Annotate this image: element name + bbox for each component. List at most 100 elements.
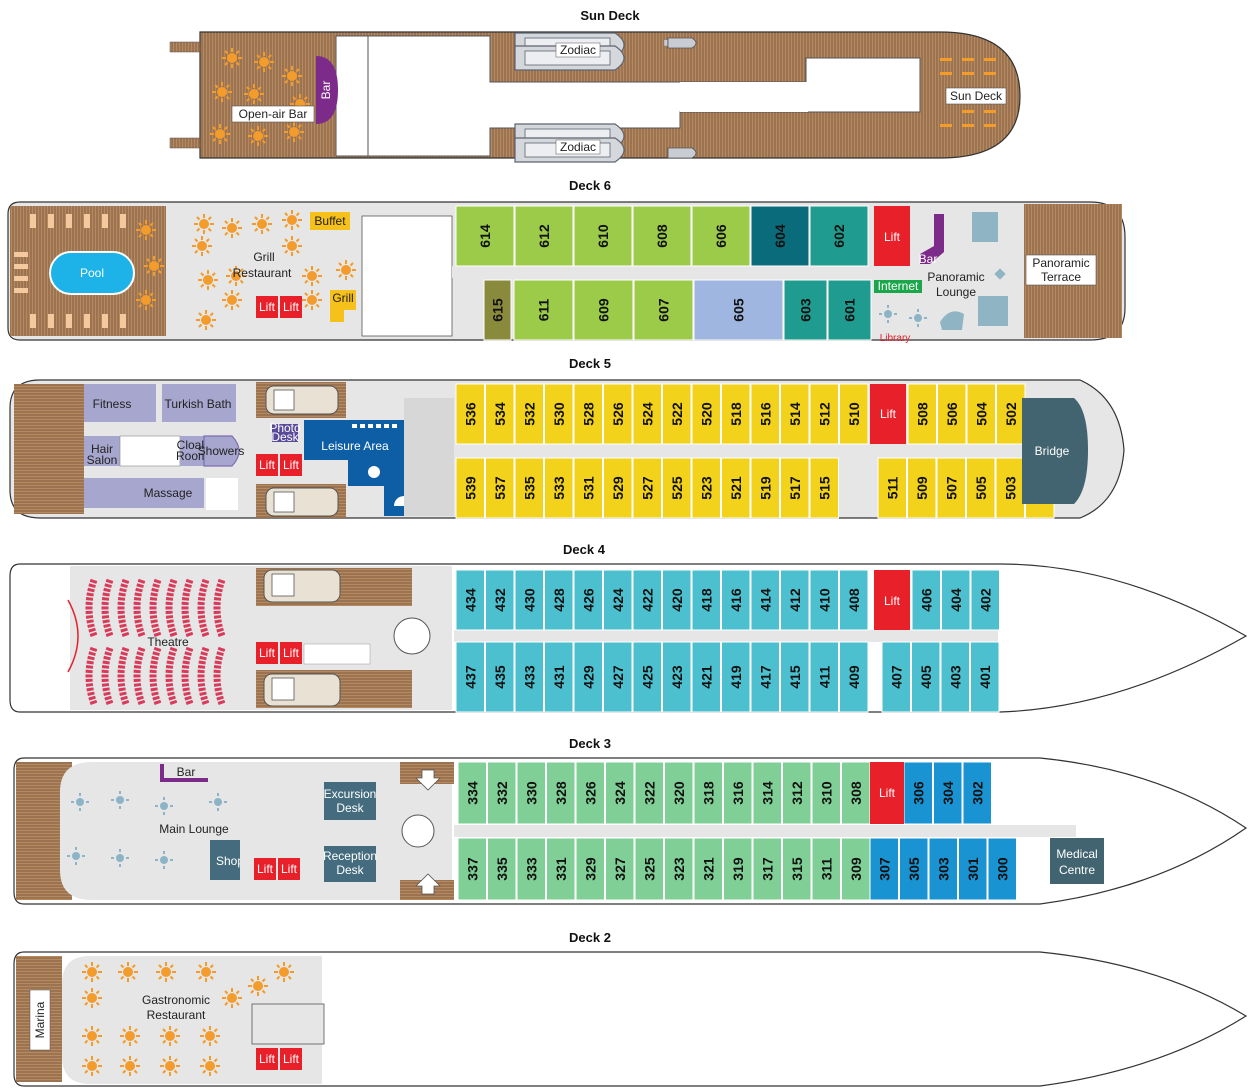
cabin-number: 419 [728, 665, 744, 689]
cabin-314 [752, 761, 782, 825]
cabin-number: 431 [551, 665, 567, 689]
cabin-number: 306 [910, 781, 926, 805]
cabin-408 [839, 569, 869, 631]
cabin-number: 536 [462, 402, 478, 426]
cabin-525 [662, 457, 692, 519]
cabin-number: 305 [906, 857, 922, 881]
showers [203, 435, 240, 467]
cabin-421 [691, 641, 721, 713]
cabin-325 [634, 837, 664, 901]
panoramic-lounge-label-1: Panoramic [927, 270, 984, 284]
cabin-number: 437 [462, 665, 478, 689]
cabin-508 [907, 383, 937, 445]
cabin-509 [907, 457, 937, 519]
deck-3-corridor [454, 825, 1076, 837]
cabin-number: 337 [464, 857, 480, 881]
lift-label: Lift [283, 458, 300, 472]
lift [280, 296, 302, 318]
cabin-number: 512 [816, 402, 832, 426]
cabin-number: 402 [977, 588, 993, 612]
main-lounge-label: Main Lounge [159, 822, 229, 836]
theatre-seat-row [133, 578, 146, 638]
aft-deck-wood [14, 384, 84, 514]
cabin-number: 435 [492, 665, 508, 689]
cabin-number: 502 [1003, 402, 1019, 426]
turkish-bath [162, 384, 236, 422]
theatre-seat-row [133, 646, 146, 706]
cabin-520 [691, 383, 721, 445]
cabin-number: 510 [846, 402, 862, 426]
cabin-number: 507 [943, 476, 959, 500]
sun-deck: Sun Deck Bar Open-air Bar Zodiac [169, 8, 1021, 163]
marina [29, 989, 51, 1051]
cabin-number: 424 [610, 588, 626, 612]
cabin-number: 429 [580, 665, 596, 689]
cabin-number: 405 [918, 665, 934, 689]
deck-6: Deck 6 Pool Grill Restaurant Buffet Gril… [7, 178, 1126, 344]
lounge-furniture-icon [978, 296, 1008, 326]
cabin-number: 428 [551, 588, 567, 612]
cabin-519 [750, 457, 780, 519]
theatre-seat-row [149, 646, 162, 706]
cabin-603 [783, 279, 828, 341]
cabin-number: 517 [787, 476, 803, 500]
cabin-number: 523 [698, 476, 714, 500]
buffet-label: Buffet [314, 214, 346, 228]
cabin-number: 426 [580, 588, 596, 612]
cabin-number: 410 [816, 588, 832, 612]
sun-deck-cut [680, 82, 808, 112]
theatre-seat-row [101, 578, 114, 638]
excursion-desk-label-2: Desk [336, 801, 364, 815]
cabin-number: 519 [757, 476, 773, 500]
cabin-319 [723, 837, 753, 901]
lift-label: Lift [259, 1052, 276, 1066]
pool-loungers [14, 214, 126, 328]
zodiac-top: Zodiac [514, 32, 695, 71]
rail [169, 41, 201, 53]
cabin-608 [632, 205, 692, 267]
hair-salon-label-1: Hair [91, 442, 113, 456]
lift [870, 762, 904, 824]
piano-icon [940, 311, 964, 330]
cabin-309 [841, 837, 871, 901]
cabin-302 [962, 761, 992, 825]
lift [256, 1048, 278, 1070]
cabin-429 [573, 641, 603, 713]
grill-restaurant-label-1: Grill [253, 250, 274, 264]
cabin-number: 529 [610, 476, 626, 500]
lift-label: Lift [880, 407, 897, 421]
cabin-number: 604 [772, 224, 788, 248]
theatre-seat-row [101, 646, 114, 706]
cabin-number: 515 [816, 476, 832, 500]
cabin-424 [603, 569, 633, 631]
cabin-number: 611 [536, 298, 552, 321]
bridge-label: Bridge [1035, 444, 1070, 458]
zodiac-top-label: Zodiac [560, 43, 596, 57]
cabin-number: 537 [492, 476, 508, 500]
cabin-537 [485, 457, 515, 519]
cabin-323 [664, 837, 694, 901]
cabin-531 [573, 457, 603, 519]
shop-label: Shop [216, 854, 244, 868]
lift [874, 570, 910, 630]
cabin-406 [911, 569, 941, 631]
cabin-414 [750, 569, 780, 631]
cabin-432 [485, 569, 515, 631]
cabin-401 [970, 641, 1000, 713]
cabin-328 [546, 761, 576, 825]
lifeboat-icon [265, 487, 339, 517]
cabin-number: 601 [842, 298, 858, 322]
cabin-number: 407 [888, 665, 904, 689]
cabin-507 [936, 457, 966, 519]
cabin-number: 315 [789, 857, 805, 881]
cabin-515 [809, 457, 839, 519]
cabin-311 [811, 837, 841, 901]
cabin-number: 404 [948, 588, 964, 612]
pool-label: Pool [80, 266, 104, 280]
cloak-room-area [119, 435, 181, 467]
cabin-426 [573, 569, 603, 631]
zodiac-bottom: Zodiac [514, 123, 625, 163]
cabin-number: 421 [698, 665, 714, 689]
leisure-area-label: Leisure Area [321, 439, 389, 453]
